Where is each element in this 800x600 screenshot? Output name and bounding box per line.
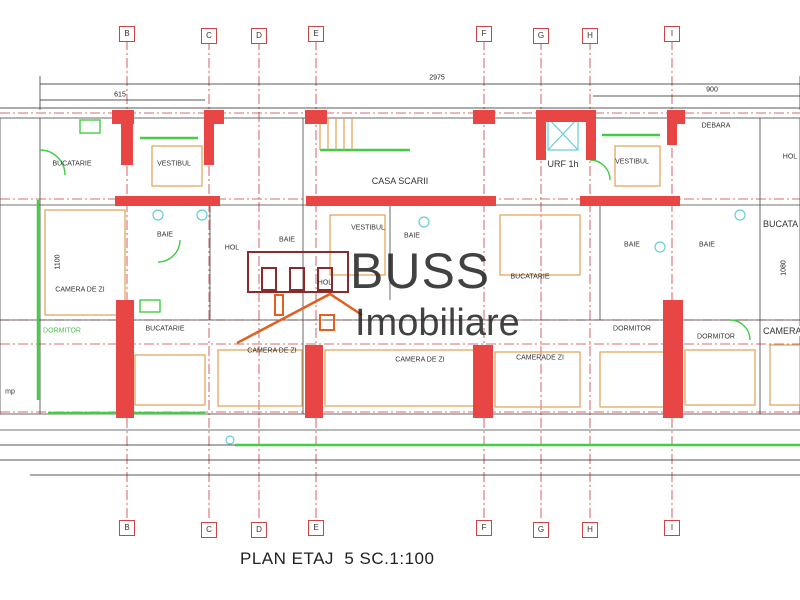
- axis-label-i-bottom: I: [664, 520, 680, 536]
- dimension-right-vertical: 1080: [780, 260, 788, 276]
- axis-label-b: B: [119, 26, 135, 42]
- axis-label-g-bottom: G: [533, 522, 549, 538]
- structural-walls: [112, 110, 685, 418]
- edge-text: mp: [5, 388, 15, 396]
- stairs: [319, 118, 353, 150]
- axis-label-d-bottom: D: [251, 522, 267, 538]
- room-label: BUCATARIE: [510, 273, 550, 281]
- axis-label-e: E: [308, 26, 324, 42]
- axis-label-f: F: [476, 26, 492, 42]
- axis-label-b-bottom: B: [119, 520, 135, 536]
- axis-label-c-bottom: C: [201, 522, 217, 538]
- room-label: CAMERA DE ZI: [55, 286, 105, 294]
- room-label: BAIE: [624, 241, 640, 249]
- room-label: CAMERA DE ZI: [247, 347, 297, 355]
- room-label: VESTIBUL: [615, 158, 649, 166]
- room-label: BUCATARIE: [52, 160, 92, 168]
- axis-label-i: I: [664, 26, 680, 42]
- dimension-left: 615: [114, 91, 126, 99]
- sanitary-fixtures: [152, 117, 746, 445]
- room-label: CAMERA DE ZI: [395, 356, 445, 364]
- room-label: BUCATA: [762, 219, 800, 229]
- watermark-line1: BUSS: [350, 243, 491, 299]
- axis-label-h-bottom: H: [582, 522, 598, 538]
- drawing-title: PLAN ETAJ 5 SC.1:100: [240, 549, 435, 568]
- room-label: BUCATARIE: [145, 325, 185, 333]
- axis-label-h: H: [582, 28, 598, 44]
- dimension-overall: 2975: [429, 74, 445, 82]
- room-label: CAMERA: [762, 326, 800, 336]
- room-label: CASA SCARII: [371, 176, 429, 186]
- room-label: DORMITOR: [613, 325, 651, 333]
- room-label: CAMERADE ZI: [516, 354, 564, 362]
- room-label: DEBARA: [701, 122, 731, 130]
- room-label: URF 1h: [547, 159, 579, 169]
- room-label: VESTIBUL: [351, 224, 385, 232]
- watermark-logo: [236, 251, 363, 345]
- dimension-right: 900: [706, 86, 718, 94]
- room-label: BAIE: [157, 231, 173, 239]
- room-label: DORMITOR: [697, 333, 735, 341]
- axis-label-c: C: [201, 28, 217, 44]
- axis-label-f-bottom: F: [476, 520, 492, 536]
- fixtures: [36, 119, 800, 447]
- room-label: VESTIBUL: [157, 160, 191, 168]
- room-label: DORMITOR: [43, 327, 81, 335]
- watermark-line2: Imobiliare: [355, 302, 520, 344]
- axis-label-e-bottom: E: [308, 520, 324, 536]
- room-label: HOL: [224, 244, 240, 252]
- room-label: BAIE: [699, 241, 715, 249]
- room-label: HOL: [317, 279, 333, 287]
- room-label: HOL: [782, 153, 798, 161]
- dimension-left-vertical: 1100: [54, 254, 62, 270]
- room-label: BAIE: [404, 232, 420, 240]
- axis-label-d: D: [251, 28, 267, 44]
- axis-label-g: G: [533, 28, 549, 44]
- room-label: BAIE: [279, 236, 295, 244]
